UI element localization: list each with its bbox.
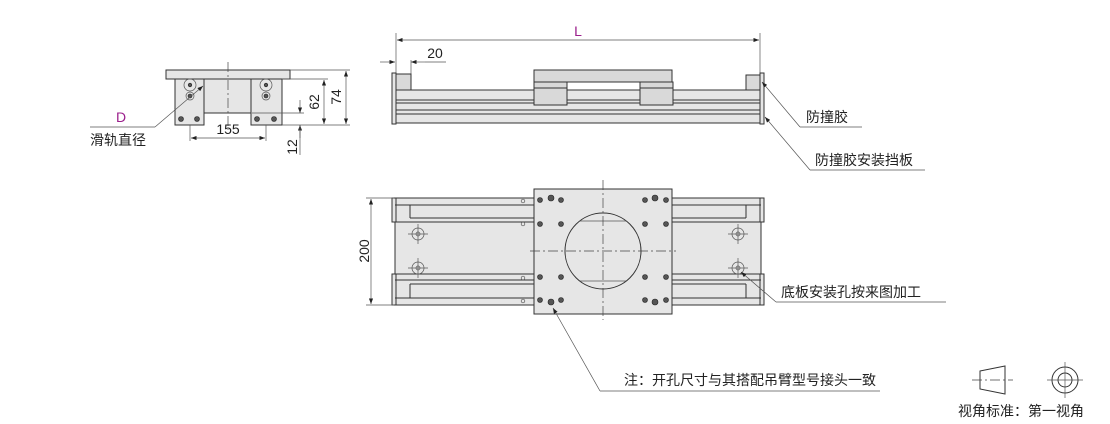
label-length: L [574, 23, 582, 39]
left-stop [395, 73, 412, 91]
right-end-plate [759, 72, 765, 125]
dim-200: 200 [356, 239, 372, 263]
carriage-block-right [639, 81, 674, 106]
rail-body [394, 89, 761, 124]
side-view: L 20 防撞胶 防撞胶安装挡板 [380, 23, 925, 171]
body [203, 78, 252, 114]
projection-label: 视角标准：第一视角 [958, 403, 1084, 419]
dim-155: 155 [216, 121, 240, 137]
dim-20: 20 [427, 45, 443, 61]
label-d: D [116, 109, 126, 125]
block-holes [178, 78, 277, 122]
end-view: 74 62 12 155 D 滑轨直径 [90, 62, 350, 155]
carriage-plate [533, 69, 673, 83]
callout-bumper: 防撞胶 [806, 109, 848, 125]
top-view: 200 底板安装孔按来图加工 注：开孔尺寸与其搭配吊臂型号接头一致 [356, 180, 946, 392]
first-angle-projection-symbol: 视角标准：第一视角 [958, 362, 1084, 419]
carriage-block-left [533, 81, 568, 106]
label-rail-diameter: 滑轨直径 [90, 132, 146, 148]
carriage-holes [520, 194, 669, 306]
dim-74: 74 [328, 89, 344, 105]
left-end-plate [391, 72, 397, 125]
callout-bumper-plate: 防撞胶安装挡板 [815, 152, 913, 168]
dim-12: 12 [284, 139, 300, 155]
mounting-holes [408, 224, 748, 278]
right-stop [745, 74, 761, 91]
callout-mount-holes: 底板安装孔按来图加工 [781, 284, 921, 300]
note-text: 注：开孔尺寸与其搭配吊臂型号接头一致 [624, 372, 876, 388]
dim-62: 62 [306, 94, 322, 110]
